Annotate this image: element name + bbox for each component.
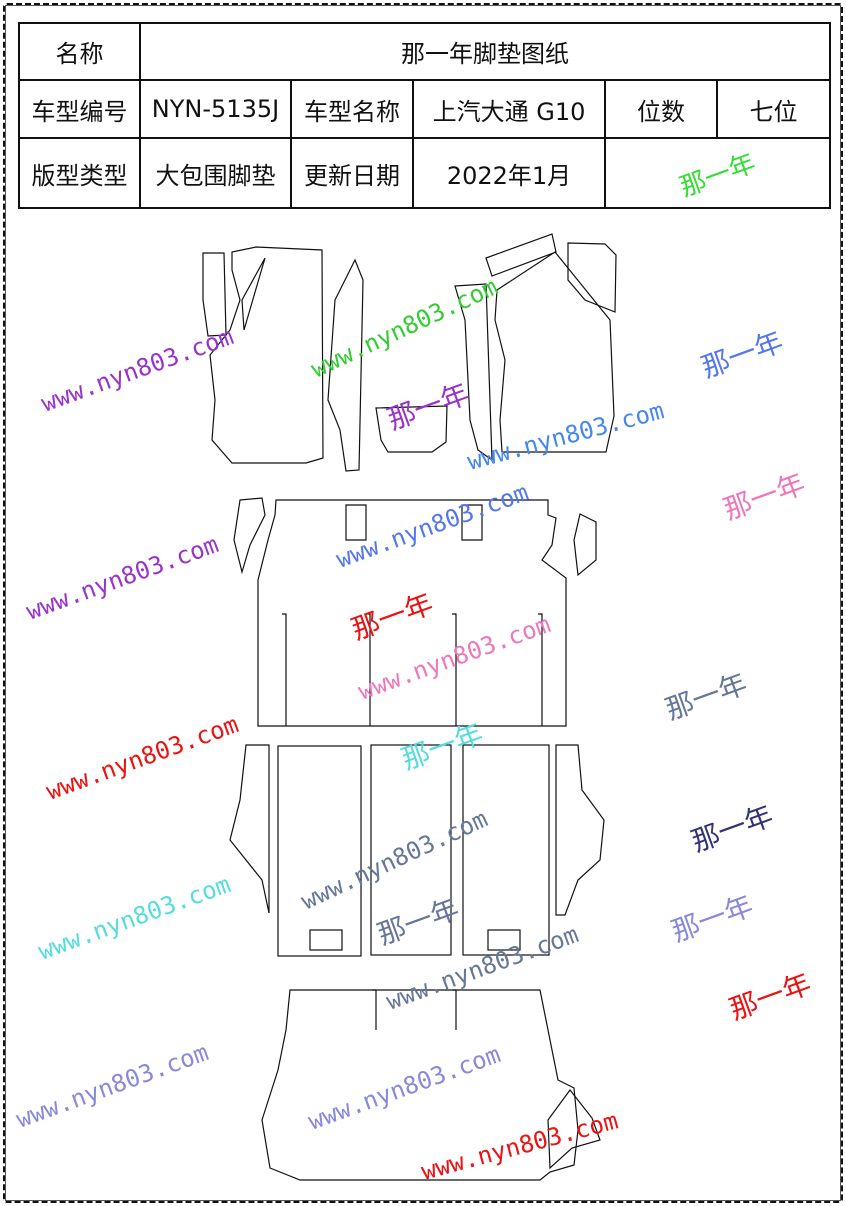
pattern-piece-second-row-cutline-4 — [538, 613, 543, 726]
watermark-brand: 那一年 — [667, 889, 757, 949]
pattern-piece-cargo-side-flap — [547, 1089, 601, 1170]
pattern-piece-cargo-mat — [261, 989, 579, 1181]
pattern-piece-third-row-seat-3 — [462, 744, 550, 956]
model-name-value: 上汽大通 G10 — [412, 79, 606, 139]
update-date-value: 2022年1月 — [412, 137, 606, 209]
pattern-piece-driver-mat — [209, 246, 324, 464]
pattern-piece-left-tunnel-strip — [327, 258, 364, 472]
page-border — [3, 3, 843, 1203]
pattern-piece-passenger-mat — [494, 251, 615, 453]
watermark-brand: 那一年 — [347, 587, 437, 647]
pattern-piece-passenger-top-strip — [485, 233, 557, 277]
pattern-piece-cargo-cutline-1 — [372, 989, 377, 1030]
page-border-inner — [5, 5, 841, 1201]
watermark-url: www.nyn803.com — [418, 1106, 621, 1185]
watermark-brand: 那一年 — [661, 667, 751, 727]
pattern-piece-second-row-notch-right — [461, 504, 483, 541]
watermark-brand: 那一年 — [719, 467, 809, 527]
seats-label: 位数 — [604, 79, 718, 139]
stamp-cell: 那一年 — [604, 137, 831, 209]
pattern-piece-center-console — [375, 405, 448, 453]
pattern-piece-driver-inner-strip — [241, 257, 266, 331]
watermark-url: www.nyn803.com — [332, 478, 532, 574]
watermark-url: www.nyn803.com — [464, 396, 667, 475]
pattern-piece-third-row-seat-1 — [277, 745, 362, 957]
pattern-piece-second-row-cutline-3 — [452, 613, 457, 726]
update-label: 更新日期 — [290, 137, 414, 209]
pattern-piece-third-row-right-side — [555, 744, 605, 916]
watermark-brand: 那一年 — [725, 967, 815, 1027]
watermark-url: www.nyn803.com — [42, 710, 242, 806]
seats-value: 七位 — [716, 79, 831, 139]
pattern-piece-right-tunnel-strip — [454, 283, 493, 462]
pattern-type-value: 大包围脚垫 — [139, 137, 292, 209]
model-name-label: 车型名称 — [290, 79, 414, 139]
watermark-url: www.nyn803.com — [12, 1038, 212, 1134]
pattern-piece-second-row-right-ear — [573, 513, 597, 577]
watermark-brand: 那一年 — [697, 325, 787, 385]
info-row-model: 车型编号 NYN-5135J 车型名称 上汽大通 G10 位数 七位 — [18, 79, 831, 139]
pattern-piece-second-row-cutline-2 — [366, 613, 371, 726]
watermark-url: www.nyn803.com — [37, 322, 237, 418]
watermark-brand: 那一年 — [373, 892, 463, 952]
watermark-url: www.nyn803.com — [307, 273, 502, 384]
pattern-piece-second-row-mat — [257, 499, 567, 727]
pattern-piece-third-row-seat-1-hole — [309, 929, 343, 951]
info-row-title: 名称 那一年脚垫图纸 — [18, 22, 831, 81]
watermark-url: www.nyn803.com — [304, 1040, 504, 1136]
pattern-piece-second-row-left-ear — [233, 497, 266, 575]
pattern-piece-driver-side-strip — [202, 252, 227, 337]
info-row-pattern: 版型类型 大包围脚垫 更新日期 2022年1月 那一年 — [18, 137, 831, 209]
model-code-label: 车型编号 — [18, 79, 141, 139]
pattern-piece-second-row-notch-left — [345, 504, 367, 541]
watermark-brand: 那一年 — [687, 799, 777, 859]
pattern-piece-cargo-cutline-2 — [452, 989, 457, 1030]
watermark-brand: 那一年 — [383, 377, 473, 437]
watermark-layer: www.nyn803.com www.nyn803.com www.nyn803… — [12, 273, 815, 1186]
document-title: 那一年脚垫图纸 — [139, 22, 831, 81]
pattern-piece-third-row-seat-2 — [370, 744, 452, 956]
pattern-piece-passenger-side-piece — [567, 242, 617, 313]
watermark-url: www.nyn803.com — [34, 870, 234, 966]
info-table: 名称 那一年脚垫图纸 车型编号 NYN-5135J 车型名称 上汽大通 G10 … — [18, 22, 831, 209]
pattern-piece-third-row-seat-3-hole — [487, 929, 521, 951]
name-label: 名称 — [18, 22, 141, 81]
pattern-type-label: 版型类型 — [18, 137, 141, 209]
watermark-url: www.nyn803.com — [22, 530, 222, 626]
pattern-piece-third-row-left-side — [229, 744, 270, 914]
model-code-value: NYN-5135J — [139, 79, 292, 139]
pattern-piece-second-row-cutline-1 — [282, 613, 287, 726]
